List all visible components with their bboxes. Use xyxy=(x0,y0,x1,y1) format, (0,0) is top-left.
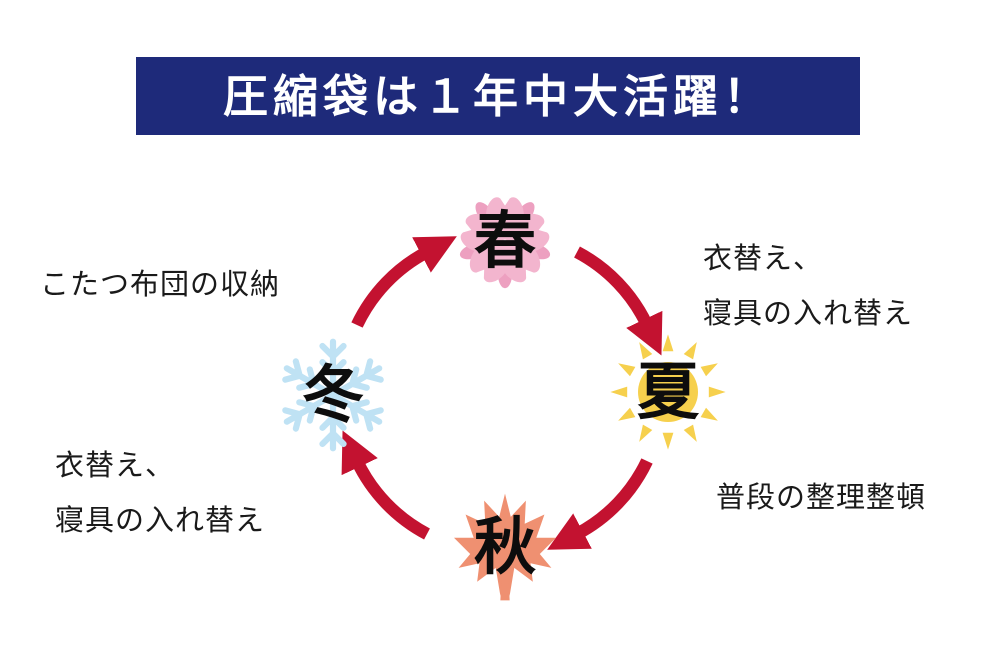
season-summer: 夏 xyxy=(608,332,728,452)
snowflake-icon xyxy=(282,338,384,452)
annotation-text: こたつ布団の収納 xyxy=(40,267,281,301)
annotation-text: 普段の整理整頓 xyxy=(716,480,927,514)
season-spring: 春 xyxy=(446,182,564,300)
sun-icon xyxy=(610,334,726,450)
cherry-blossom-icon xyxy=(459,197,551,289)
arrow-summer-to-autumn xyxy=(547,458,653,550)
season-label-autumn: 秋 xyxy=(473,510,536,583)
annotation-line: 衣替え、 xyxy=(703,241,824,275)
maple-leaf-icon xyxy=(453,493,557,601)
season-label-winter: 冬 xyxy=(301,358,364,431)
season-label-spring: 春 xyxy=(473,204,536,277)
title-text: 圧縮袋は１年中大活躍！ xyxy=(222,69,773,123)
annotation-spring-to-summer: 衣替え、 寝具の入れ替え xyxy=(703,231,913,341)
annotation-summer-to-autumn: 普段の整理整頓 xyxy=(716,470,926,525)
season-label-summer: 夏 xyxy=(636,355,699,428)
annotation-line: 衣替え、 xyxy=(55,448,176,482)
annotation-winter-to-spring: こたつ布団の収納 xyxy=(40,257,280,312)
arrow-winter-to-spring xyxy=(351,236,457,328)
season-winter: 冬 xyxy=(271,333,395,457)
annotation-line: 寝具の入れ替え xyxy=(703,296,914,330)
arrow-spring-to-summer xyxy=(574,246,663,356)
annotation-autumn-to-winter: 衣替え、 寝具の入れ替え xyxy=(55,438,265,548)
title-banner: 圧縮袋は１年中大活躍！ xyxy=(136,57,860,135)
annotation-line: 寝具の入れ替え xyxy=(55,503,266,537)
season-autumn: 秋 xyxy=(447,489,563,605)
arrow-autumn-to-winter xyxy=(341,430,430,540)
